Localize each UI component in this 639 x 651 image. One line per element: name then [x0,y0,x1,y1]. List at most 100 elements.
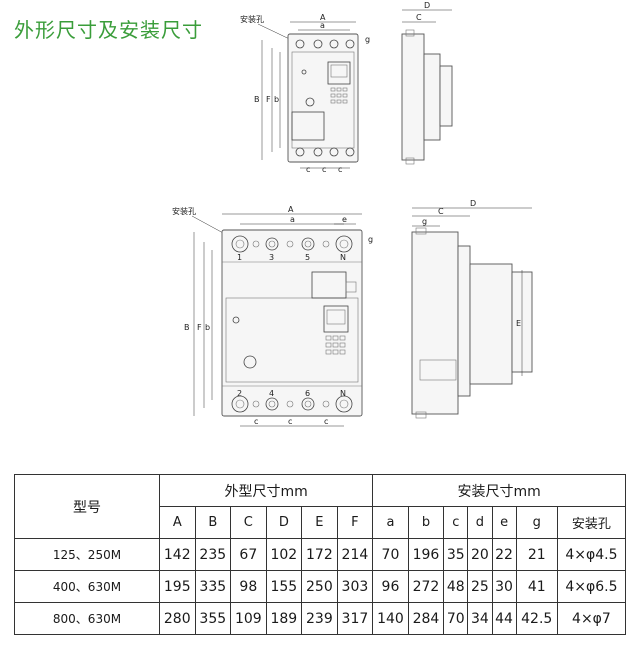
cell: 30 [491,570,517,603]
dim-c-top-1: c [306,165,310,174]
cell: 4×φ6.5 [556,570,627,603]
cell: 21 [515,538,558,571]
cell: 70 [443,602,469,635]
dim-C-bottom: C [438,207,444,216]
dim-a-bottom: a [290,215,295,224]
cell: 67 [230,538,267,571]
cell: 280 [159,602,196,635]
dimension-table: 型号 外型尺寸mm 安装尺寸mm A B C D E F a b c d e g… [14,474,627,635]
col-B: B [194,506,232,539]
row-model: 125、250M [14,538,160,571]
cell: 96 [372,570,409,603]
cell: 195 [159,570,196,603]
cell: 102 [265,538,303,571]
cell: 4×φ7 [556,602,627,635]
dim-B-bottom: B [184,323,190,332]
cell: 25 [467,570,493,603]
col-d: d [467,506,493,539]
dim-C-top: C [416,13,422,22]
cell: 196 [407,538,445,571]
cell: 172 [301,538,338,571]
col-D: D [265,506,303,539]
table-row: 125、250M 142 235 67 102 172 214 70 196 3… [14,538,627,571]
cell: 235 [194,538,232,571]
dim-b-top: b [274,95,279,104]
cell: 239 [301,602,338,635]
dim-c-top-3: c [338,165,342,174]
dim-A-bottom: A [288,205,294,214]
cell: 189 [265,602,303,635]
cell: 140 [372,602,409,635]
dim-c-top-2: c [322,165,326,174]
table-row: 800、630M 280 355 109 189 239 317 140 284… [14,602,627,635]
cell: 4×φ4.5 [556,538,627,571]
front-view-large: 安装孔 A a e g 1 3 5 N [172,205,373,427]
model-header: 型号 [14,474,160,539]
row-model: 400、630M [14,570,160,603]
dim-D-bottom: D [470,199,476,208]
col-A: A [159,506,196,539]
cell: 142 [159,538,196,571]
mount-hole-label-top: 安装孔 [240,14,264,24]
cell: 303 [336,570,374,603]
dim-c-bottom-1: c [254,417,258,426]
dim-b-bottom: b [205,323,210,332]
outer-dim-header: 外型尺寸mm [158,474,374,507]
cell: 42.5 [515,602,558,635]
pole-N-label: N [340,253,346,262]
dim-g-bottom-front: g [368,235,373,244]
pole-N-bottom-label: N [340,389,346,398]
cell: 48 [443,570,469,603]
cell: 34 [467,602,493,635]
cell: 284 [407,602,445,635]
cell: 70 [372,538,409,571]
mount-dim-header: 安装尺寸mm [372,474,626,507]
col-a: a [372,506,409,539]
dim-A-top: A [320,13,326,22]
col-F: F [336,506,374,539]
dim-B-top: B [254,95,260,104]
table-row: 400、630M 195 335 98 155 250 303 96 272 4… [14,570,627,603]
col-E: E [301,506,338,539]
col-b: b [407,506,445,539]
page-title: 外形尺寸及安装尺寸 [14,18,203,42]
cell: 20 [467,538,493,571]
cell: 41 [515,570,558,603]
cell: 22 [491,538,517,571]
cell: 355 [194,602,232,635]
dim-F-bottom: F [197,323,202,332]
cell: 155 [265,570,303,603]
dim-e-bottom: e [342,215,347,224]
cell: 98 [230,570,267,603]
pole-4-label: 4 [269,389,274,398]
cell: 44 [491,602,517,635]
pole-3-label: 3 [269,253,274,262]
dim-c-bottom-2: c [288,417,292,426]
cell: 109 [230,602,267,635]
pole-1-label: 1 [237,253,242,262]
pole-6-label: 6 [305,389,310,398]
col-e: e [491,506,517,539]
side-view-small: D C [401,1,453,165]
col-c: c [443,506,469,539]
dim-g-top: g [365,35,370,44]
dim-a-top: a [320,21,325,30]
row-model: 800、630M [14,602,160,635]
dim-D-top: D [424,1,430,10]
dim-E-bottom: E [516,319,521,328]
pole-5-label: 5 [305,253,310,262]
cell: 317 [336,602,374,635]
front-view-small: 安装孔 A a g [240,13,370,174]
side-view-large: D C g E [411,199,533,419]
dim-c-bottom-3: c [324,417,328,426]
cell: 272 [407,570,445,603]
mount-hole-label-bottom: 安装孔 [172,206,196,216]
col-mount-hole: 安装孔 [556,506,627,539]
dimension-drawings: 安装孔 A a g [172,1,533,427]
cell: 35 [443,538,469,571]
dim-g-bottom-side: g [422,217,427,226]
cell: 250 [301,570,338,603]
pole-2-label: 2 [237,389,242,398]
dim-F-top: F [266,95,271,104]
cell: 214 [336,538,374,571]
